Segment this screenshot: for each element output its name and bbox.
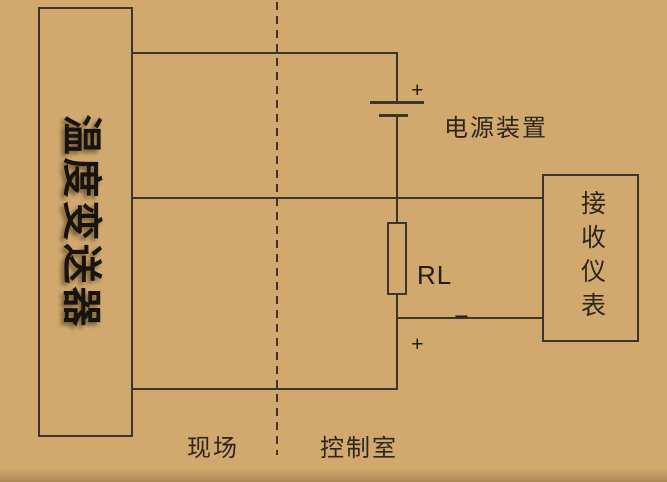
battery-positive-plate bbox=[370, 101, 424, 104]
battery-drop-wire bbox=[396, 52, 398, 102]
field-zone-label: 现场 bbox=[187, 436, 239, 462]
bottom-edge-shading bbox=[0, 468, 667, 482]
receiver-label: 接收仪表 bbox=[577, 190, 605, 326]
power-supply-label: 电源装置 bbox=[444, 116, 548, 142]
middle-wire bbox=[133, 197, 542, 199]
receiver-box bbox=[542, 174, 639, 342]
resistor-top-lead bbox=[396, 199, 398, 222]
transmitter-label: 温度变送器 bbox=[59, 114, 104, 330]
battery-to-bus-wire bbox=[396, 117, 398, 198]
top-wire bbox=[133, 52, 398, 54]
return-drop-wire bbox=[396, 317, 398, 389]
resistor-bottom-lead bbox=[396, 295, 398, 318]
power-plus-sign: + bbox=[411, 77, 424, 102]
boundary-dashed-line bbox=[276, 2, 278, 455]
bottom-wire bbox=[133, 388, 398, 390]
battery-negative-plate bbox=[379, 114, 408, 117]
resistor-label: RL bbox=[417, 260, 453, 290]
lower-wire bbox=[397, 317, 542, 319]
resistor-body bbox=[387, 222, 407, 295]
output-plus-sign: + bbox=[411, 331, 424, 356]
control-room-zone-label: 控制室 bbox=[320, 436, 398, 462]
minus-polarity-mark: − bbox=[454, 302, 469, 331]
transmitter-box bbox=[38, 7, 133, 437]
